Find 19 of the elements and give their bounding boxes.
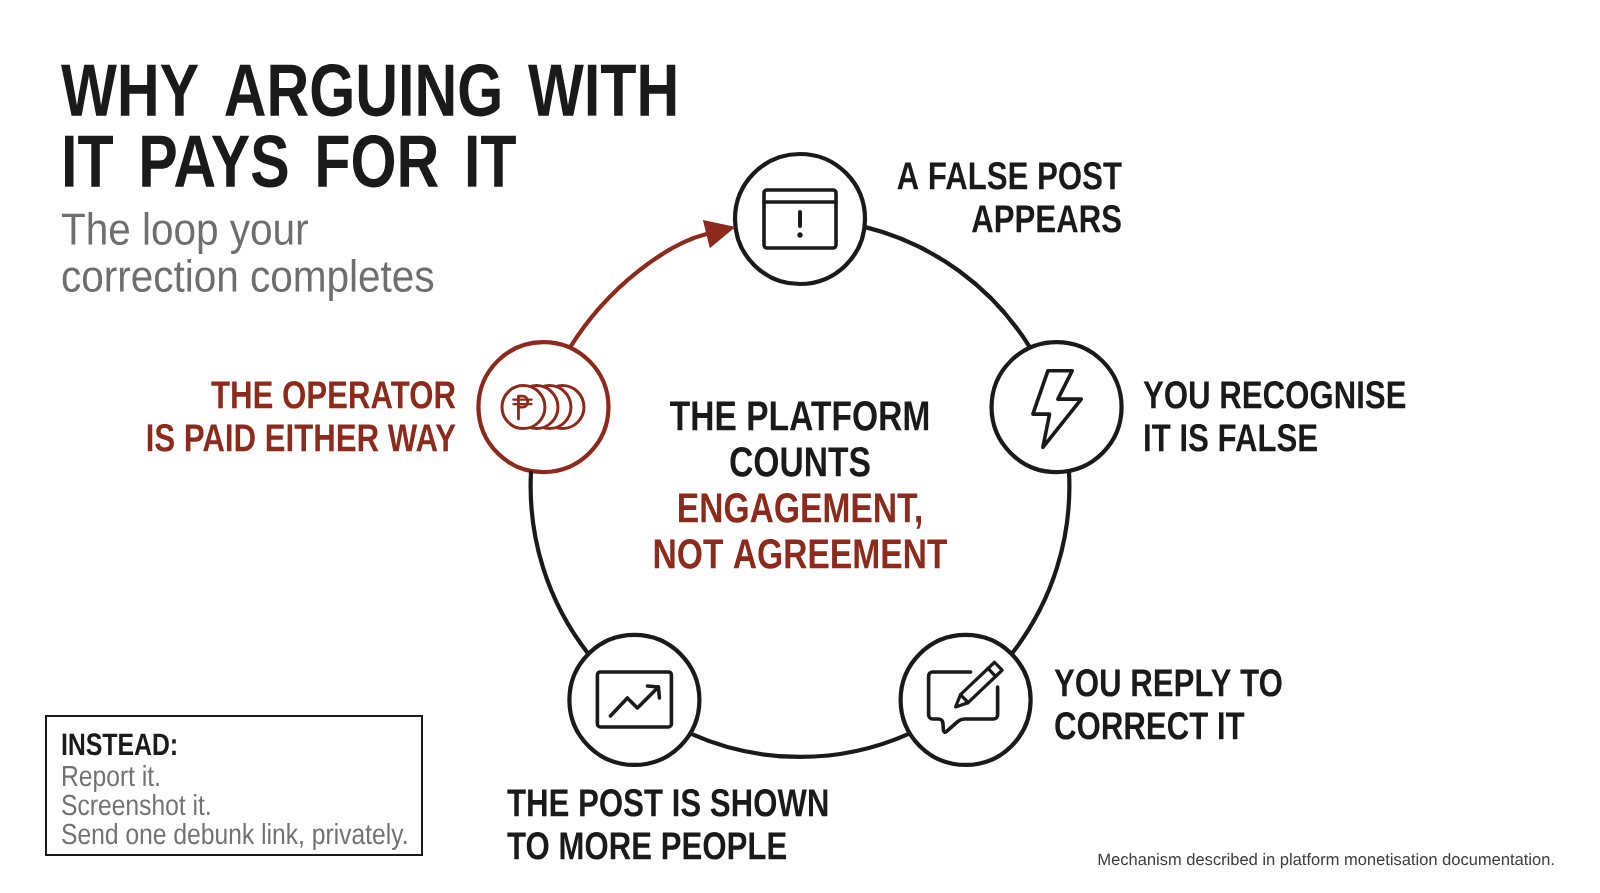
step-label: A FALSE POST APPEARS: [897, 161, 1122, 233]
step-label: YOU REPLY TO CORRECT IT: [1054, 668, 1282, 740]
loop-connector: [1009, 470, 1072, 656]
step-circle: [732, 151, 868, 287]
loop-connector: [528, 470, 591, 656]
subtitle: The loop your correction completes: [61, 212, 434, 301]
center-text: ENGAGEMENT, NOT AGREEMENT: [654, 493, 948, 569]
step-label: THE OPERATOR IS PAID EITHER WAY: [147, 380, 456, 452]
source-note: Mechanism described in platform monetisation documentation.: [1098, 853, 1554, 869]
title: WHY ARGUING WITH IT PAYS FOR IT: [61, 64, 676, 188]
step-label: YOU RECOGNISE IT IS FALSE: [1143, 380, 1406, 452]
center-text: THE PLATFORM COUNTS: [670, 401, 929, 477]
loop-connector: [689, 731, 911, 760]
loop-connector: [863, 224, 1032, 349]
step-circle: [898, 632, 1033, 768]
step-circle: [989, 340, 1124, 475]
step-label: THE POST IS SHOWN TO MORE PEOPLE: [507, 788, 828, 860]
step-circle: [567, 632, 702, 768]
note-box: INSTEAD: Report it. Screenshot it. Send one debunk link, privately.: [45, 715, 423, 856]
